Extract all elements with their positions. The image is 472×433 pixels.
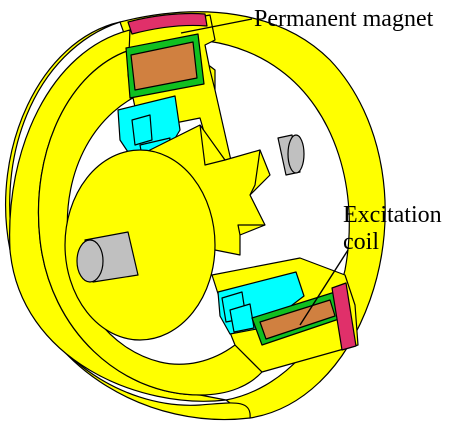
lower-excitation-coil — [259, 299, 336, 340]
permanent-magnet-label: Permanent magnet — [254, 6, 434, 32]
upper-cutaway — [117, 12, 233, 171]
rear-shaft — [277, 134, 305, 176]
lower-permanent-magnet — [331, 282, 357, 351]
front-shaft — [76, 231, 139, 283]
rotor-disc — [64, 149, 216, 341]
excitation-coil-label-line1: Excitation — [343, 202, 442, 228]
excitation-coil-leader — [299, 249, 349, 326]
lower-cutaway — [211, 257, 359, 373]
permanent-magnet-leader — [180, 18, 253, 34]
excitation-coil-label-line2: coil — [343, 229, 379, 255]
upper-permanent-magnet — [127, 12, 208, 35]
upper-excitation-coil — [130, 41, 198, 91]
